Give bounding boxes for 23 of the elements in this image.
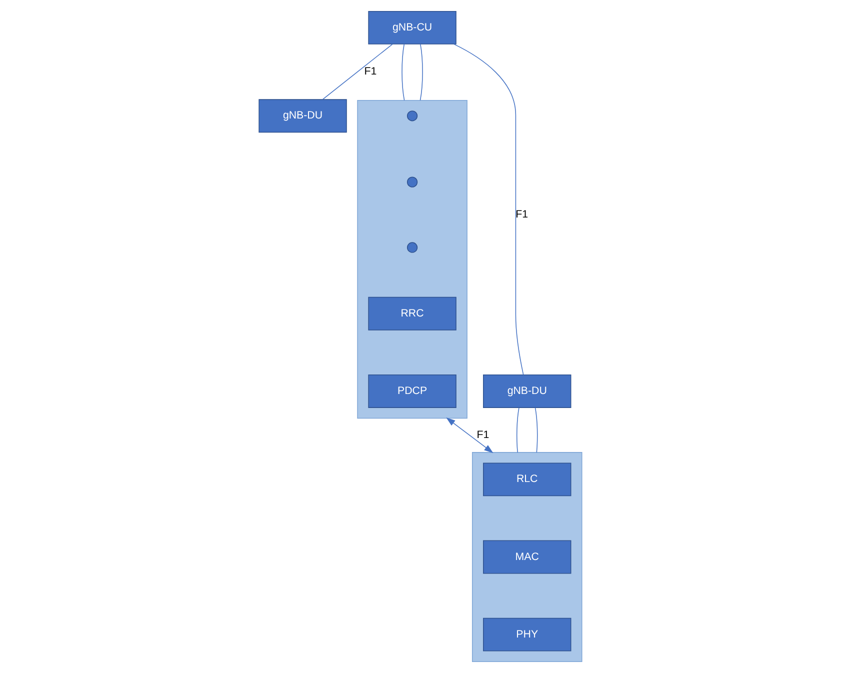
connector [452, 44, 524, 376]
arrow [446, 418, 493, 454]
node-box: RLC [482, 462, 571, 496]
node-circle [406, 176, 418, 188]
edge-label: F1 [476, 429, 489, 442]
node-box: PDCP [368, 374, 456, 408]
node-box: gNB-DU [482, 374, 571, 408]
connector [322, 44, 392, 100]
cluster [356, 100, 467, 419]
edge-label: F1 [515, 208, 528, 221]
node-box: gNB-DU [258, 99, 346, 133]
connector [401, 44, 404, 101]
connector [419, 44, 422, 101]
node-box: RRC [368, 296, 456, 330]
node-box: gNB-CU [368, 10, 456, 44]
cluster [471, 452, 582, 662]
node-circle [406, 242, 418, 253]
node-box: PHY [482, 618, 571, 652]
node-box: MAC [482, 540, 571, 574]
node-circle [406, 110, 418, 122]
connector [516, 407, 519, 453]
connector [534, 407, 538, 453]
edge-label: F1 [364, 66, 376, 78]
